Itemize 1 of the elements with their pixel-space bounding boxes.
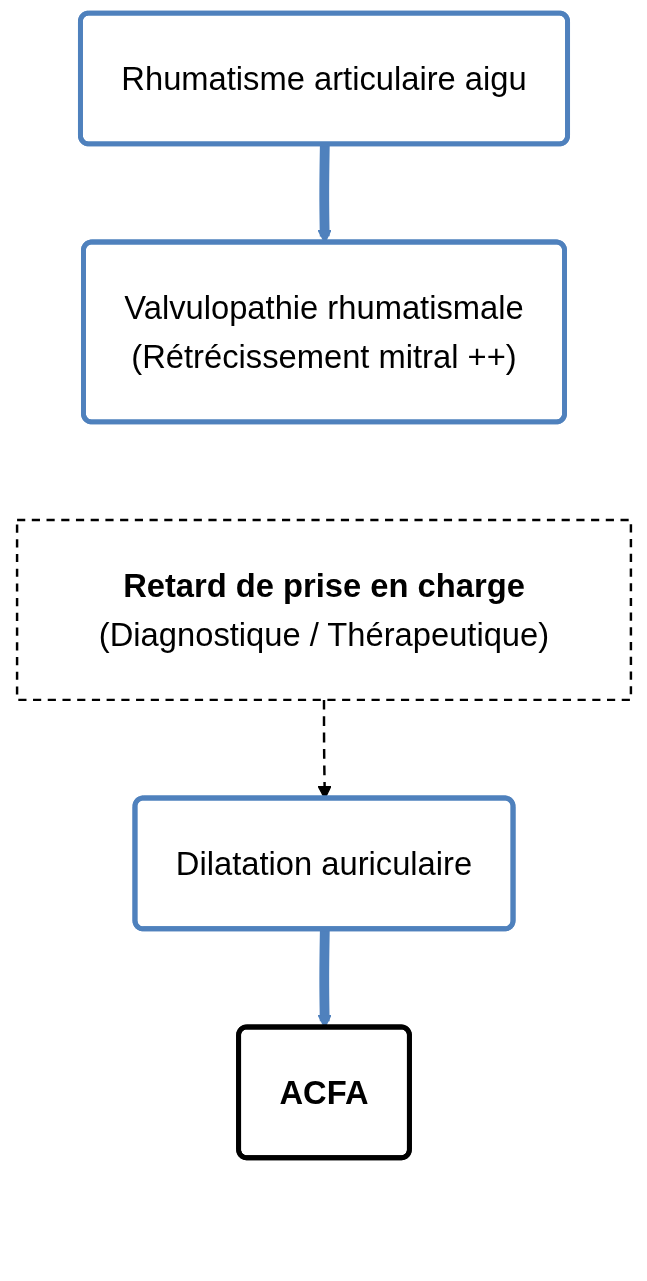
node-box: Retard de prise en charge (Diagnostique / Thérapeutique) <box>15 518 632 702</box>
